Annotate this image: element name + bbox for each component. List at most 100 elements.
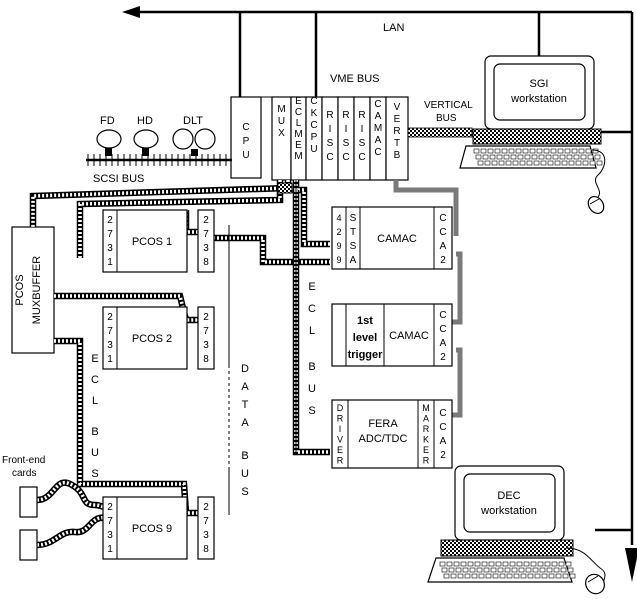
sgi-key xyxy=(540,160,547,166)
dec-key xyxy=(476,567,483,573)
dec-key xyxy=(553,567,560,573)
dec-key xyxy=(527,573,534,579)
pcos-muxbuffer-subtitle: MUXBUFFER xyxy=(31,256,43,325)
pcos9-right-code-1: 7 xyxy=(203,516,209,527)
dec-key xyxy=(495,561,502,567)
hd-label: HD xyxy=(137,115,153,127)
front-end-label-2: cards xyxy=(12,468,36,479)
dec-key xyxy=(548,573,555,579)
ecl-mid-letter-3: B xyxy=(308,361,315,373)
vme-module-eclmem-letter-0: E xyxy=(295,96,302,107)
sgi-key xyxy=(589,160,596,166)
scsi-bus-ticks xyxy=(87,154,227,166)
cable-muxbuffer-to-pcos2 xyxy=(54,339,200,515)
cable-frontend-1 xyxy=(36,481,107,509)
sgi-key xyxy=(536,148,543,154)
ecl-left-letter-4: U xyxy=(91,447,99,459)
dec-key xyxy=(509,561,516,567)
pcos-muxbuffer-title: PCOS xyxy=(14,274,26,305)
dec-screen xyxy=(463,473,556,533)
dec-key xyxy=(485,573,492,579)
vme-module-eclmem-letter-2: L xyxy=(296,118,302,129)
crate3-marker-3: K xyxy=(423,435,429,445)
pcos1-right-code-0: 2 xyxy=(203,215,209,226)
pcos1-left-code-2: 3 xyxy=(107,243,113,254)
sgi-key xyxy=(522,148,529,154)
vme-module-camac-letter-4: C xyxy=(374,147,381,158)
sgi-subtitle: workstation xyxy=(510,93,567,105)
sgi-key xyxy=(531,154,538,160)
dec-key xyxy=(460,561,467,567)
sgi-key xyxy=(554,160,561,166)
ecl-mid-letter-2: L xyxy=(309,325,315,337)
dec-key xyxy=(464,573,471,579)
sgi-key xyxy=(524,154,531,160)
pcos2-left-code-3: 1 xyxy=(107,354,113,365)
ecl-left-letter-3: B xyxy=(91,426,98,438)
crate3-cca2-2: A xyxy=(440,436,447,447)
vme-module-eclmem-letter-3: M xyxy=(294,129,302,140)
sgi-key xyxy=(489,154,496,160)
sgi-key xyxy=(526,160,533,166)
pcos-muxbuffer: PCOS MUXBUFFER xyxy=(11,226,55,354)
vme-module-mux-letter-2: X xyxy=(278,128,285,139)
sgi-key xyxy=(596,160,603,166)
pcos9-left-code-2: 3 xyxy=(107,530,113,541)
dec-key xyxy=(471,573,478,579)
dec-key xyxy=(502,561,509,567)
sgi-key xyxy=(545,154,552,160)
sgi-key xyxy=(533,160,540,166)
sgi-key xyxy=(594,154,601,160)
dec-key xyxy=(567,567,574,573)
lan-down-arrow-icon xyxy=(625,548,637,582)
sgi-key xyxy=(482,154,489,160)
dec-key xyxy=(450,573,457,579)
hd-drive-icon xyxy=(133,129,159,149)
pcos9-output-card xyxy=(197,496,215,560)
pcos9-left-code-1: 7 xyxy=(107,516,113,527)
sgi-key xyxy=(505,160,512,166)
sgi-key xyxy=(582,160,589,166)
vme-module-eclmem-letter-1: C xyxy=(295,107,302,118)
dec-key xyxy=(541,573,548,579)
dec-key xyxy=(506,573,513,579)
sgi-key xyxy=(550,148,557,154)
vme-module-mux-letter-1: U xyxy=(278,116,285,127)
crate1-4299-0: 4 xyxy=(336,213,341,223)
vme-module-eclmem-letter-4: E xyxy=(295,140,302,151)
data-bus-letter-5: U xyxy=(241,468,249,480)
pcos9-right-code-0: 2 xyxy=(203,502,209,513)
sgi-key xyxy=(557,148,564,154)
pcos2-left-code-1: 7 xyxy=(107,326,113,337)
dec-base xyxy=(440,539,574,557)
sgi-key xyxy=(519,160,526,166)
sgi-key xyxy=(564,148,571,154)
dlt-label: DLT xyxy=(183,115,203,127)
sgi-key xyxy=(573,154,580,160)
crate1-cca2-1: C xyxy=(439,227,446,238)
dec-workstation: DEC workstation xyxy=(427,465,606,595)
pcos2-left-code-2: 3 xyxy=(107,340,113,351)
vme-module-risc2-letter-2: S xyxy=(343,138,350,149)
dec-key xyxy=(539,567,546,573)
dec-key xyxy=(481,561,488,567)
sgi-key xyxy=(508,148,515,154)
vme-module-mux-letter-0: M xyxy=(277,104,285,115)
crate3-marker-1: A xyxy=(423,414,429,424)
cable-frontend-2 xyxy=(36,516,107,547)
crate1-cca2-2: A xyxy=(440,241,447,252)
crate3-fera-label: FERA xyxy=(368,418,398,430)
crate3-marker-2: R xyxy=(423,424,430,434)
pcos9-right-code-2: 3 xyxy=(203,530,209,541)
dec-key xyxy=(443,573,450,579)
data-bus-letter-6: S xyxy=(241,486,248,498)
dec-key xyxy=(511,567,518,573)
ecl-left-letter-0: E xyxy=(91,353,98,365)
